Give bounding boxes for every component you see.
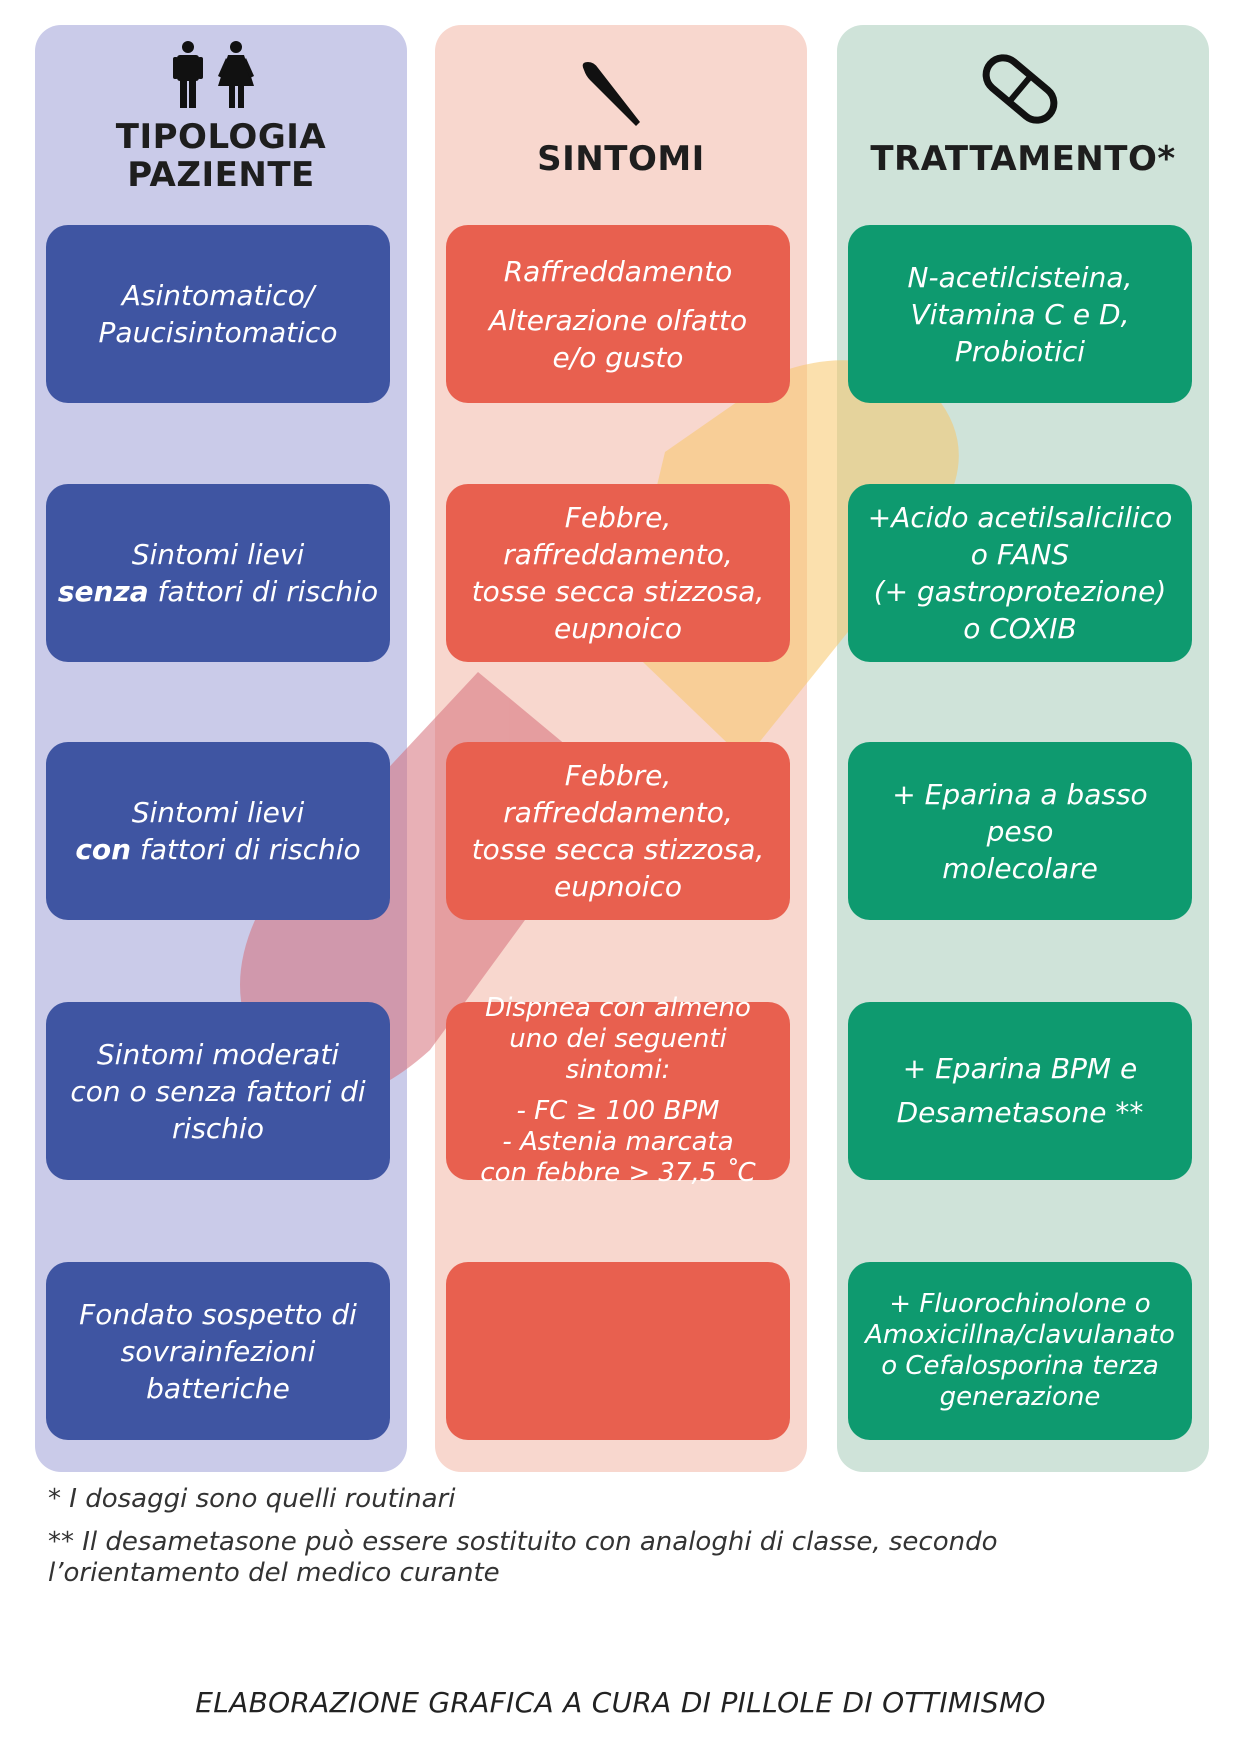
card-line: - Astenia marcata [502, 1127, 734, 1157]
card-line: Sintomi lievi [131, 538, 305, 571]
treatment-card: N-acetilcisteina,Vitamina C e D,Probioti… [848, 225, 1192, 403]
graphic-credit: ELABORAZIONE GRAFICA A CURA DI PILLOLE D… [195, 1686, 1046, 1719]
card-line: e/o gusto [552, 340, 684, 374]
pill-icon [982, 54, 1058, 124]
card-line: Febbre, [564, 501, 672, 534]
card-line: con o senza fattori di [70, 1074, 366, 1108]
treatment-card: + Eparina BPM e Desametasone ** [848, 1002, 1192, 1180]
card-line: Vitamina C e D, [910, 297, 1130, 331]
treatment-card: +Acido acetilsalicilico o FANS (+ gastropr… [848, 484, 1192, 662]
card-line: tosse secca stizzosa, [471, 575, 765, 608]
card-emphasis: con [75, 833, 132, 866]
card-line: Alterazione olfatto [488, 303, 748, 337]
card-line: fattori di rischio [131, 833, 361, 866]
patient-type-card: Sintomi lievi senza fattori di rischio [46, 484, 390, 662]
card-text: Febbre, raffreddamento, tosse secca stizzo… [472, 757, 765, 905]
card-line: + Eparina a basso peso [892, 777, 1148, 848]
card-text: N-acetilcisteina,Vitamina C e D,Probioti… [908, 259, 1133, 370]
card-line: uno dei seguenti sintomi: [509, 1024, 727, 1085]
card-text: +Acido acetilsalicilico o FANS (+ gastropr… [868, 499, 1172, 647]
patient-type-card: Asintomatico/Paucisintomatico [46, 225, 390, 403]
thermometer-icon [582, 62, 640, 126]
card-line: generazione [939, 1382, 1101, 1412]
card-line: con febbre > 37,5 ˚C [480, 1158, 756, 1188]
card-text: Sintomi lievi senza fattori di rischio [58, 536, 378, 610]
card-line: rischio [172, 1111, 264, 1145]
card-line: Desametasone ** [896, 1096, 1144, 1129]
symptoms-card: Febbre, raffreddamento, tosse secca stizzo… [446, 484, 790, 662]
card-text: Sintomi lievi con fattori di rischio [75, 794, 360, 868]
card-line: Paucisintomatico [98, 316, 338, 349]
card-line: tosse secca stizzosa, [471, 833, 765, 866]
card-line: sovrainfezioni [120, 1334, 316, 1368]
card-line: Febbre, [564, 759, 672, 792]
symptoms-card: Febbre, raffreddamento, tosse secca stizzo… [446, 742, 790, 920]
card-emphasis: senza [57, 575, 149, 608]
card-spacer [489, 290, 747, 302]
card-line: o FANS [970, 538, 1070, 571]
footnote-desametasone: ** Il desametasone può essere sostituito… [48, 1527, 1148, 1589]
card-line: o COXIB [963, 612, 1077, 645]
card-line: Dispnea con almeno [485, 993, 751, 1023]
card-line: - FC ≥ 100 BPM [516, 1096, 720, 1126]
patient-type-card: Sintomi lievi con fattori di rischio [46, 742, 390, 920]
card-line: o Cefalosporina terza [881, 1351, 1159, 1381]
footnote-line: l’orientamento del medico curante [48, 1558, 500, 1588]
card-line: Sintomi moderati [96, 1037, 340, 1071]
card-line: Raffreddamento [503, 254, 733, 288]
man-woman-icon [173, 41, 254, 108]
card-line: N-acetilcisteina, [907, 260, 1133, 294]
card-text: Asintomatico/Paucisintomatico [99, 277, 338, 351]
footnote-dosage: * I dosaggi sono quelli routinari [48, 1484, 456, 1514]
footnote-line: ** Il desametasone può essere sostituito… [48, 1527, 998, 1557]
card-line: (+ gastroprotezione) [873, 575, 1167, 608]
card-line: Asintomatico/ [121, 279, 315, 312]
card-line: + Fluorochinolone o [889, 1289, 1151, 1319]
column-title-sintomi: SINTOMI [537, 139, 705, 179]
card-line: Probiotici [954, 334, 1086, 368]
symptoms-card-empty [446, 1262, 790, 1440]
card-line: raffreddamento, [503, 538, 733, 571]
column-title-tipologia: TIPOLOGIA PAZIENTE [35, 118, 407, 194]
column-title-line: TIPOLOGIA [115, 117, 327, 157]
card-line: Fondato sospetto di [79, 1297, 357, 1331]
card-line: Sintomi lievi [131, 796, 305, 829]
card-line: molecolare [942, 851, 1098, 885]
card-line: fattori di rischio [148, 575, 379, 608]
card-line: raffreddamento, [503, 796, 733, 829]
card-text: + Eparina BPM e Desametasone ** [897, 1047, 1144, 1135]
card-line: eupnoico [554, 612, 682, 645]
card-line: batteriche [146, 1371, 290, 1405]
card-line: + Eparina BPM e [902, 1052, 1138, 1085]
card-line: +Acido acetilsalicilico [867, 501, 1173, 534]
column-title-trattamento: TRATTAMENTO* [870, 139, 1176, 179]
card-line: eupnoico [554, 870, 682, 903]
card-spacer [456, 1086, 780, 1096]
column-title-line: PAZIENTE [127, 155, 315, 195]
card-line: Amoxicillna/clavulanato [865, 1320, 1175, 1350]
card-text: Febbre, raffreddamento, tosse secca stizzo… [472, 499, 765, 647]
